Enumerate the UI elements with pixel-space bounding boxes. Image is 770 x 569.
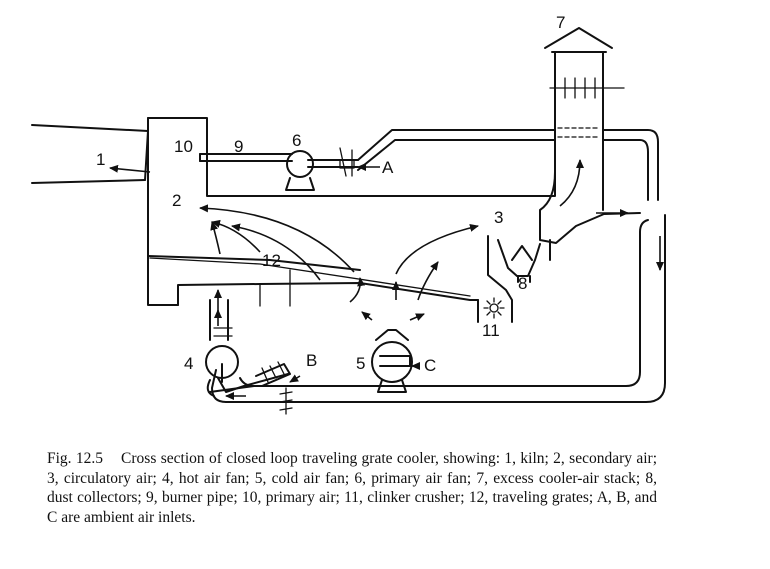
dust-collectors — [497, 239, 541, 283]
label-4: 4 — [184, 354, 193, 373]
figure-number: Fig. 12.5 — [47, 450, 104, 467]
exit-hood — [487, 171, 641, 323]
hot-air-fan — [205, 299, 289, 397]
primary-air-duct — [357, 129, 659, 201]
primary-air-fan — [285, 147, 359, 191]
airflow-arrows — [109, 159, 664, 400]
clinker-crusher — [483, 297, 505, 319]
label-B: B — [306, 351, 317, 370]
label-3: 3 — [494, 208, 503, 227]
label-10: 10 — [174, 137, 193, 156]
excess-air-stack — [544, 27, 625, 211]
label-9: 9 — [234, 137, 243, 156]
label-12: 12 — [262, 251, 281, 270]
cooler-housing — [147, 117, 556, 323]
burner-pipe — [199, 153, 293, 162]
caption-text: Cross section of closed loop traveling g… — [47, 450, 658, 526]
label-2: 2 — [172, 191, 181, 210]
inlet-b-duct — [255, 361, 293, 415]
label-A: A — [382, 158, 394, 177]
label-5: 5 — [356, 354, 365, 373]
label-6: 6 — [292, 131, 301, 150]
cold-air-fan — [371, 329, 413, 393]
traveling-grates — [149, 257, 471, 307]
label-7: 7 — [556, 13, 565, 32]
label-C: C — [424, 356, 436, 375]
label-1: 1 — [96, 150, 105, 169]
label-11: 11 — [482, 321, 500, 340]
label-8: 8 — [518, 274, 527, 293]
kiln — [31, 124, 149, 184]
